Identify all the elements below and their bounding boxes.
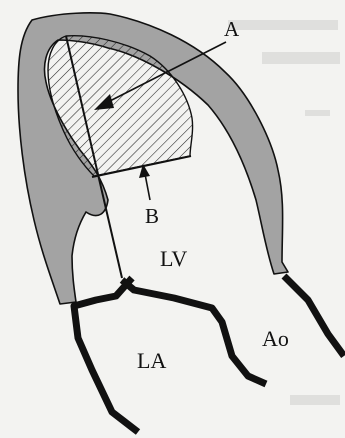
label-ao: Ao bbox=[262, 326, 289, 351]
label-la: LA bbox=[137, 348, 166, 373]
label-a: A bbox=[224, 17, 240, 41]
label-b: B bbox=[145, 204, 159, 228]
label-lv: LV bbox=[160, 246, 187, 271]
